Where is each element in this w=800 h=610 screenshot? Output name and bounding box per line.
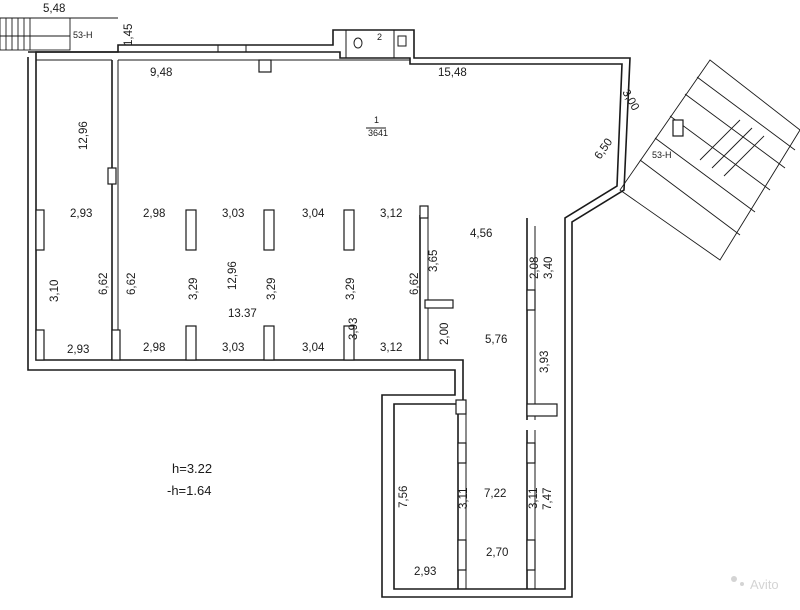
- label-row1-3: 3,03: [222, 208, 244, 220]
- label-1-45: 1,45: [123, 24, 135, 46]
- label-3-11-a: 3,11: [458, 487, 470, 509]
- label-3-65: 3,65: [428, 250, 440, 272]
- label-2-00: 2,00: [439, 323, 451, 345]
- label-stair-right: 53-Н: [652, 150, 672, 160]
- label-6-50: 6,50: [593, 136, 616, 161]
- label-2-70: 2,70: [486, 547, 508, 559]
- pillars-row-top: [35, 167, 429, 251]
- label-4-56: 4,56: [470, 228, 492, 240]
- label-12-96-mid: 12,96: [227, 261, 239, 290]
- pillars-lower-room: [455, 399, 536, 571]
- label-6-62-a: 6,62: [98, 273, 110, 295]
- avito-watermark: Avito: [731, 576, 779, 592]
- label-6-62-c: 6,62: [409, 273, 421, 295]
- label-6-62-b: 6,62: [126, 273, 138, 295]
- stair-top-left: [0, 17, 71, 51]
- label-3-40: 3,40: [543, 257, 555, 279]
- partitions: [36, 59, 536, 589]
- label-3-10: 3,10: [49, 280, 61, 302]
- label-2-08: 2,08: [529, 257, 541, 279]
- label-height-negative: -h=1.64: [167, 483, 211, 498]
- label-3-29-a: 3,29: [188, 278, 200, 300]
- label-row2-1: 2,93: [67, 344, 89, 356]
- label-3-29-b: 3,29: [266, 278, 278, 300]
- label-15-48: 15,48: [438, 67, 467, 79]
- label-stair-left: 53-Н: [73, 30, 93, 40]
- label-5-48: 5,48: [43, 3, 65, 15]
- label-row2-3: 3,03: [222, 342, 244, 354]
- label-3-93-a: 3,93: [348, 318, 360, 340]
- label-row2-4: 3,04: [302, 342, 325, 354]
- pillars-row-bottom: [35, 289, 558, 417]
- room-2-wc: [345, 30, 407, 58]
- label-row1-2: 2,98: [143, 208, 165, 220]
- stair-right: [619, 59, 800, 261]
- label-row1-4: 3,04: [302, 208, 325, 220]
- label-5-76: 5,76: [485, 334, 507, 346]
- label-3-11-b: 3,11: [528, 487, 540, 509]
- label-3-00: 3,00: [619, 88, 641, 113]
- label-room-1-area: 3641: [368, 128, 388, 138]
- window-marks: [217, 44, 272, 73]
- label-row1-1: 2,93: [70, 208, 92, 220]
- label-3-93-b: 3,93: [539, 351, 551, 373]
- label-height: h=3.22: [172, 461, 212, 476]
- label-3-29-c: 3,29: [345, 278, 357, 300]
- watermark-text: Avito: [750, 577, 779, 592]
- label-row2-2: 2,98: [143, 342, 165, 354]
- label-room-2: 2: [377, 32, 382, 42]
- label-7-22: 7,22: [484, 488, 506, 500]
- label-7-47: 7,47: [542, 488, 554, 510]
- label-9-48: 9,48: [150, 67, 172, 79]
- label-room-1: 1: [374, 115, 379, 125]
- label-12-96-left: 12,96: [78, 121, 90, 150]
- dimension-labels: 5,48 53-Н 1,45 2 9,48 15,48 3,00 1 3641 …: [43, 3, 672, 578]
- label-row2-5: 3,12: [380, 342, 402, 354]
- label-13-37: 13.37: [228, 308, 257, 320]
- label-row1-5: 3,12: [380, 208, 402, 220]
- outer-walls: [27, 29, 631, 598]
- label-2-93-bottom: 2,93: [414, 566, 436, 578]
- label-7-56: 7,56: [398, 486, 410, 508]
